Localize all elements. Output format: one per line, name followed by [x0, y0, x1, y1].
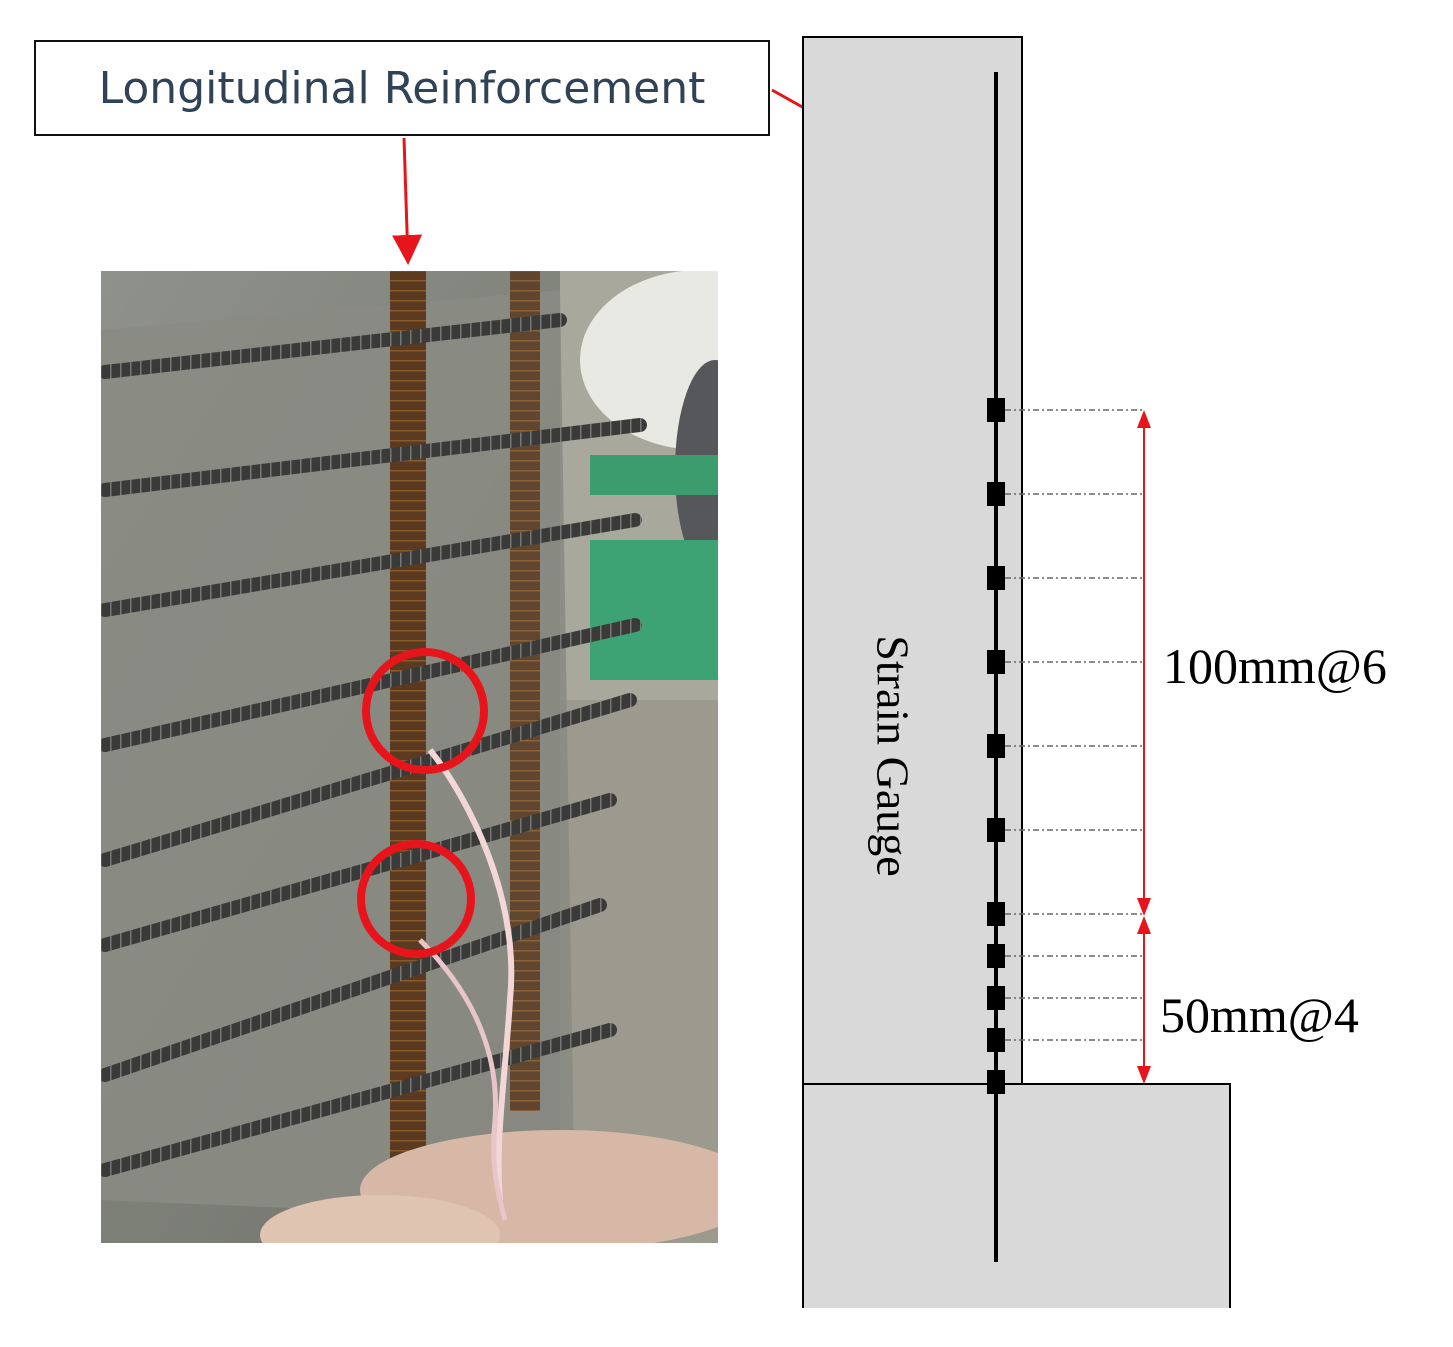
strain-gauge-marker: [987, 1028, 1005, 1052]
strain-gauge-marker: [987, 818, 1005, 842]
strain-gauge-label: Strain Gauge: [867, 635, 918, 876]
upper-arrowhead-top: [1137, 410, 1151, 428]
callout-text: Longitudinal Reinforcement: [98, 62, 706, 114]
photo-reinforcement-cage: [101, 271, 718, 1243]
strain-gauge-marker: [987, 986, 1005, 1010]
callout-arrow-down: [392, 137, 423, 265]
spacing-label-lower: 50mm@4: [1160, 987, 1359, 1043]
highlight-circle: [357, 840, 475, 958]
upper-arrowhead-bottom: [1137, 898, 1151, 916]
strain-gauge-marker: [987, 902, 1005, 926]
strain-gauge-marker: [987, 482, 1005, 506]
strain-gauge-marker: [987, 1070, 1005, 1094]
longitudinal-reinforcement-label: Longitudinal Reinforcement: [34, 40, 770, 136]
strain-gauge-marker: [987, 566, 1005, 590]
strain-gauge-marker: [987, 944, 1005, 968]
strain-gauge-marker: [987, 650, 1005, 674]
column-body: [802, 36, 1023, 1085]
lower-arrowhead-bottom: [1137, 1066, 1151, 1084]
strain-gauge-marker: [987, 398, 1005, 422]
strain-gauges: [987, 398, 1142, 1094]
strain-gauge-marker: [987, 734, 1005, 758]
spacing-label-upper: 100mm@6: [1163, 638, 1387, 694]
highlight-circle: [362, 648, 488, 774]
foundation-block: [802, 1083, 1231, 1308]
lower-arrowhead-top: [1137, 916, 1151, 934]
